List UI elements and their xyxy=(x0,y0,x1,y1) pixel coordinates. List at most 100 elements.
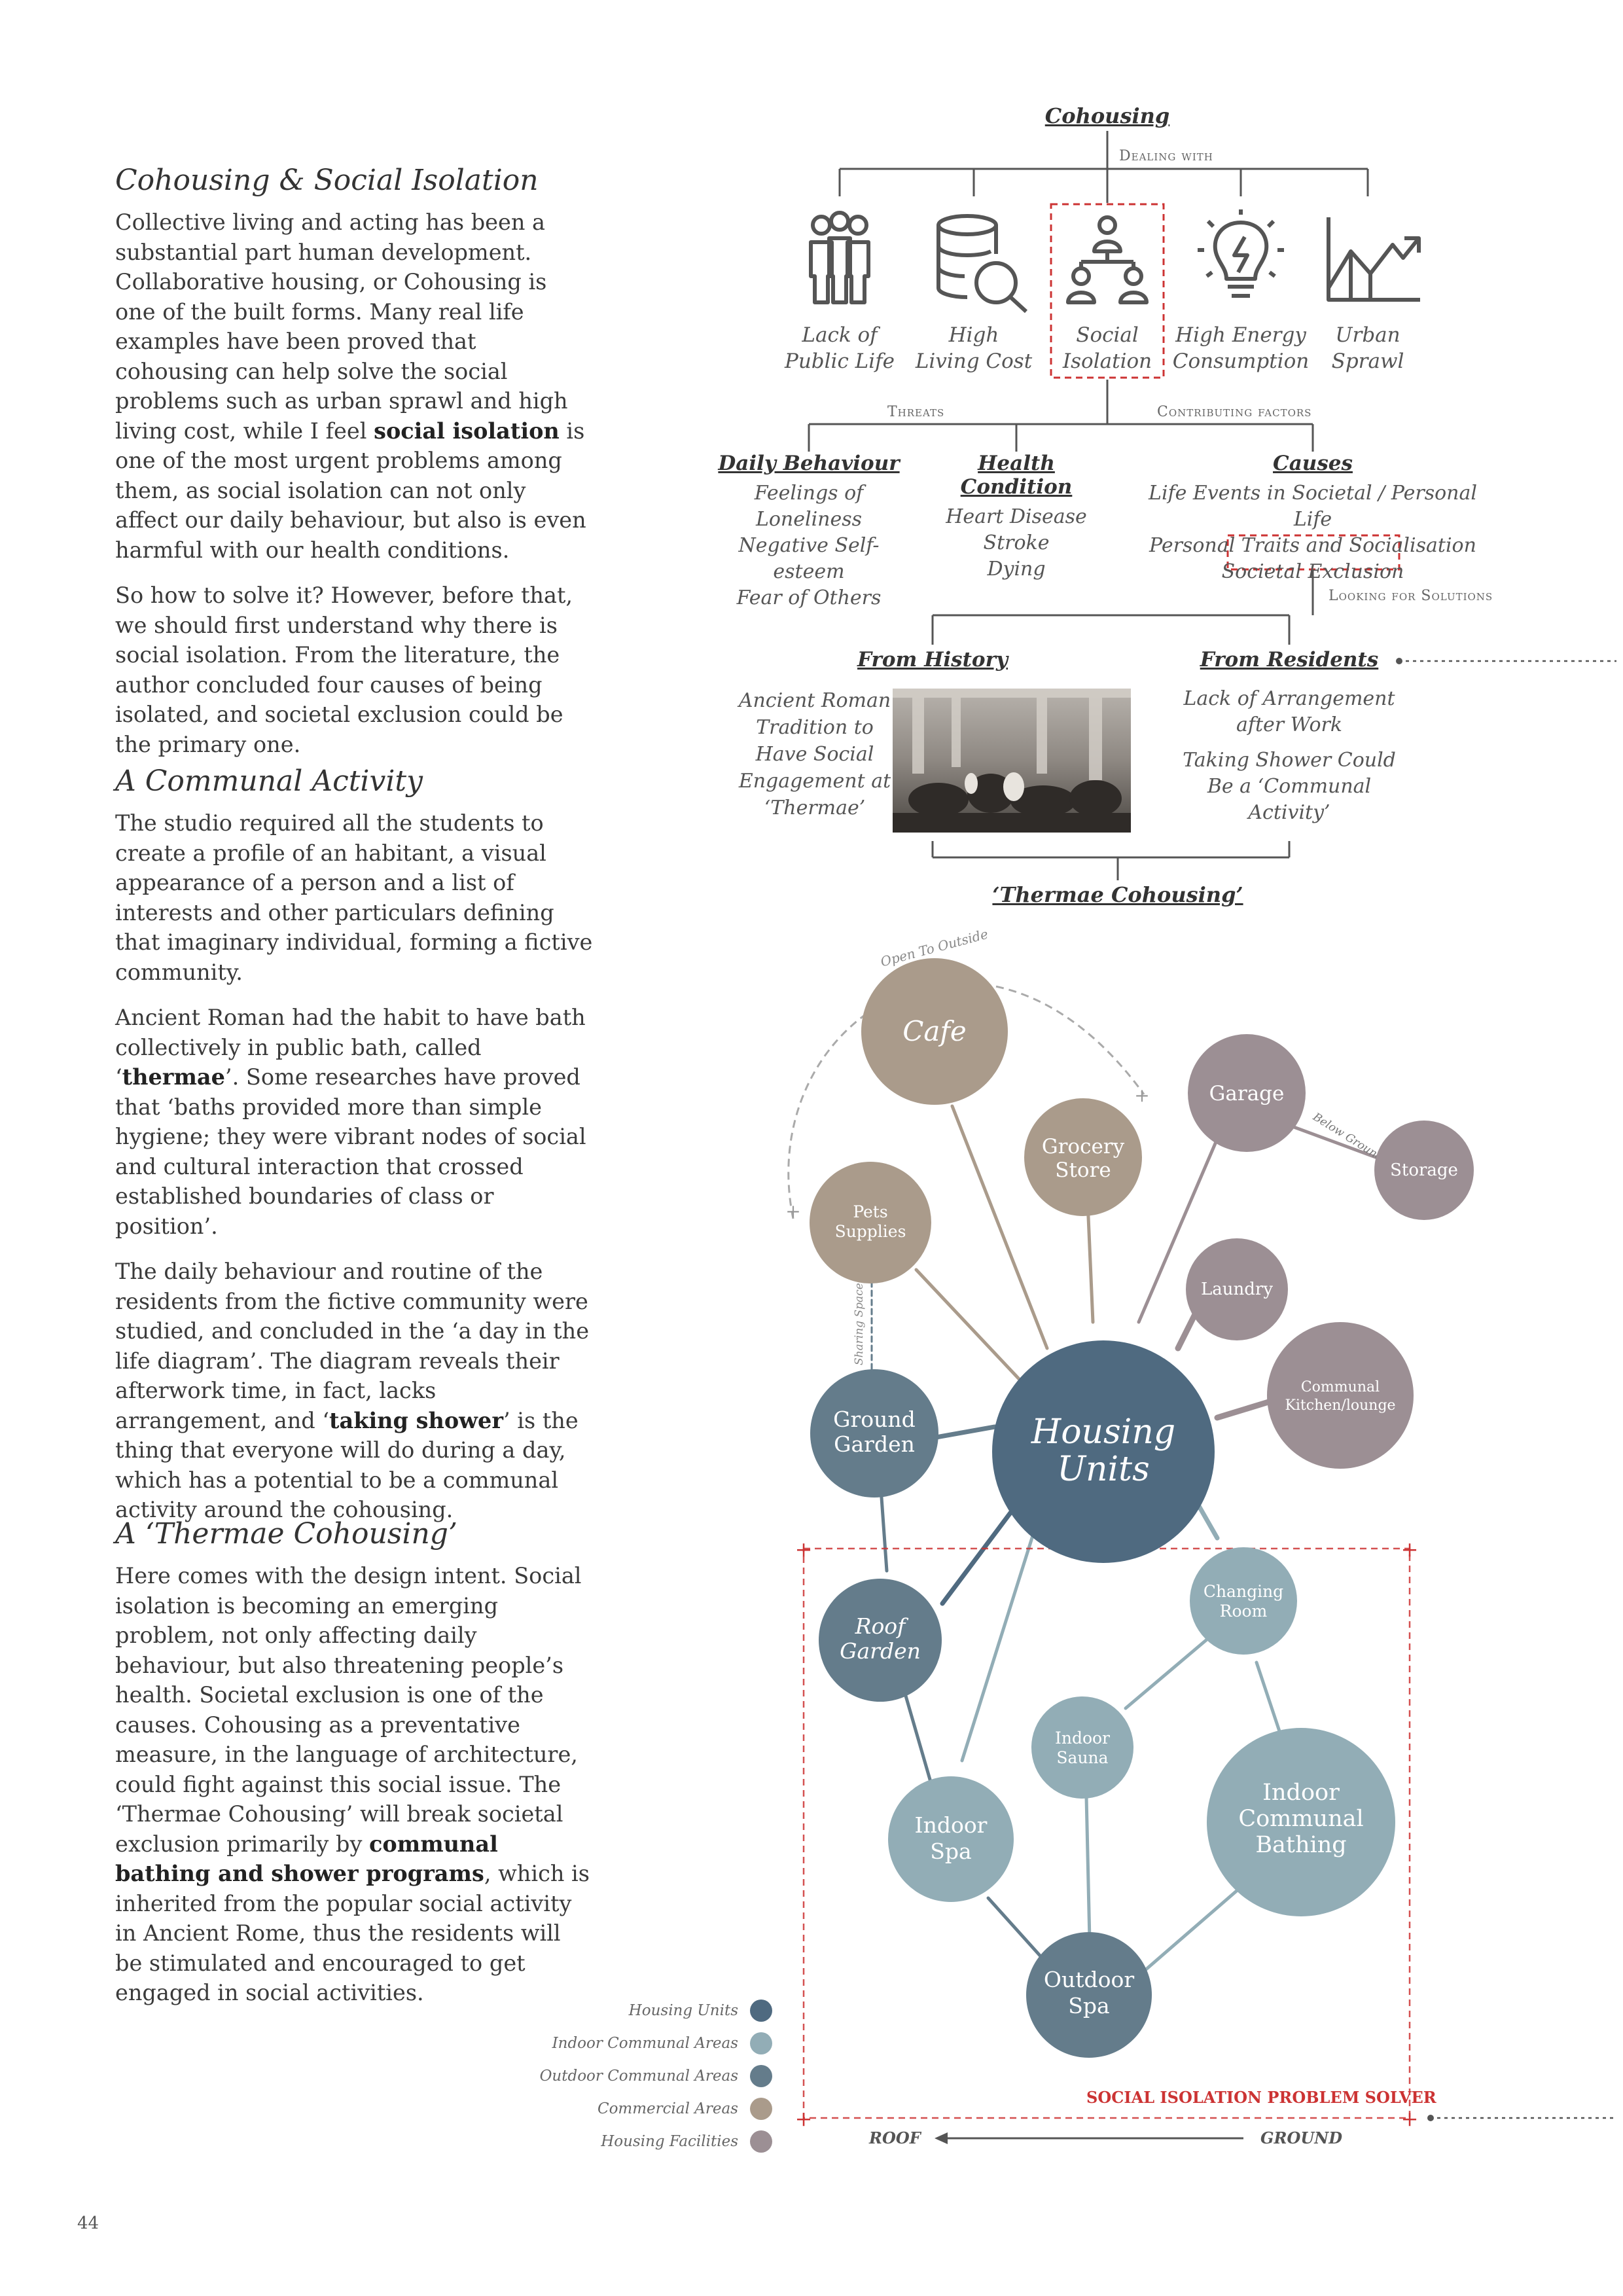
sharing-space-label: Sharing Space xyxy=(853,1283,866,1365)
roof-garden-label-line1: Roof xyxy=(855,1613,910,1639)
block-health-condition: Health Condition Heart Disease Stroke Dy… xyxy=(921,452,1111,583)
list-item: Negative Self-esteem xyxy=(704,533,914,585)
bathing-label-line3: Bathing xyxy=(1255,1832,1346,1858)
label-line: High xyxy=(908,322,1039,348)
plus-mark: + xyxy=(1401,1537,1419,1562)
page-number: 44 xyxy=(77,2214,99,2233)
people-group-icon xyxy=(794,211,885,309)
bubble-indoor-sauna xyxy=(1031,1696,1133,1799)
block-causes: Causes Life Events in Societal / Persona… xyxy=(1136,452,1489,585)
garage-label: Garage xyxy=(1209,1082,1285,1105)
heading-health-condition: Health Condition xyxy=(921,452,1111,499)
legend-label: Indoor Communal Areas xyxy=(552,2035,738,2052)
heading-from-history: From History xyxy=(834,648,1031,672)
list-item: Societal Exclusion xyxy=(1136,559,1489,585)
grocery-label-line2: Store xyxy=(1055,1158,1111,1182)
text-line: Lack of Arrangement xyxy=(1178,686,1400,712)
text-from-history: Ancient Roman Tradition to Have Social E… xyxy=(733,687,897,821)
text-line: Activity’ xyxy=(1178,800,1400,826)
label-line: Social xyxy=(1042,322,1173,348)
indoor-spa-label-line1: Indoor xyxy=(915,1812,988,1838)
legend-swatch xyxy=(750,2130,772,2153)
legend-item-indoor-communal: Indoor Communal Areas xyxy=(552,2030,772,2056)
label-contributing-factors: Contributing factors xyxy=(1157,404,1311,420)
heading-from-residents: From Residents xyxy=(1191,648,1387,672)
roof-garden-label-line2: Garden xyxy=(840,1638,921,1664)
connector-dot xyxy=(1427,2115,1434,2121)
legend-item-commercial: Commercial Areas xyxy=(597,2096,772,2122)
pets-label-line1: Pets xyxy=(853,1202,887,1221)
text-line: Ancient Roman xyxy=(733,687,897,714)
list-item: Personal Traits and Socialisation xyxy=(1136,533,1489,559)
legend-swatch xyxy=(750,2032,772,2054)
text-line: Be a ‘Communal xyxy=(1178,774,1400,800)
network-people-icon xyxy=(1061,213,1153,305)
legend: Housing Units Indoor Communal Areas Outd… xyxy=(510,1998,772,2161)
legend-swatch xyxy=(750,2098,772,2120)
list-item: Fear of Others xyxy=(704,585,914,611)
list-item: Heart Disease xyxy=(921,504,1111,530)
text-line: ‘Thermae’ xyxy=(733,795,897,821)
legend-label: Commercial Areas xyxy=(597,2100,738,2117)
roof-ground-arrow xyxy=(929,2128,1257,2148)
list-item: Dying xyxy=(921,556,1111,583)
label-urban-sprawl: UrbanSprawl xyxy=(1302,322,1433,374)
text-line: Tradition to xyxy=(733,714,897,741)
label-line: Urban xyxy=(1302,322,1433,348)
text-from-residents-2: Taking Shower Could Be a ‘Communal Activ… xyxy=(1178,747,1400,826)
lightbulb-bolt-icon xyxy=(1195,208,1287,313)
plus-mark: + xyxy=(795,1537,813,1562)
legend-label: Housing Units xyxy=(629,2002,738,2019)
legend-item-outdoor-communal: Outdoor Communal Areas xyxy=(540,2063,772,2089)
plus-mark: + xyxy=(1134,1085,1149,1106)
legend-swatch xyxy=(750,2000,772,2022)
cafe-label: Cafe xyxy=(902,1015,967,1047)
text-line: after Work xyxy=(1178,712,1400,738)
changing-room-label-line2: Room xyxy=(1220,1602,1268,1621)
roman-thermae-engraving-image xyxy=(893,689,1131,833)
list-item: Stroke xyxy=(921,530,1111,556)
label-line: Consumption xyxy=(1169,348,1313,374)
ground-garden-label-line2: Garden xyxy=(834,1431,915,1457)
legend-item-housing-units: Housing Units xyxy=(629,1998,772,2024)
plus-mark: + xyxy=(785,1200,800,1222)
block-daily-behaviour: Daily Behaviour Feelings of Loneliness N… xyxy=(704,452,914,611)
heading-thermae-cohousing-result: ‘Thermae Cohousing’ xyxy=(987,882,1249,907)
legend-label: Outdoor Communal Areas xyxy=(540,2068,738,2085)
text-from-residents-1: Lack of Arrangement after Work xyxy=(1178,686,1400,738)
label-dealing-with: Dealing with xyxy=(1119,148,1213,164)
bathing-label-line2: Communal xyxy=(1238,1806,1363,1832)
changing-room-label-line1: Changing xyxy=(1204,1582,1283,1601)
list-daily-behaviour: Feelings of Loneliness Negative Self-est… xyxy=(704,480,914,611)
kitchen-label-line2: Kitchen/lounge xyxy=(1285,1397,1395,1414)
kitchen-label-line1: Communal xyxy=(1301,1379,1380,1395)
bubble-changing-room xyxy=(1190,1547,1297,1655)
indoor-sauna-label-line1: Indoor xyxy=(1055,1729,1110,1748)
plus-mark: + xyxy=(795,2106,813,2131)
bubble-communal-kitchen xyxy=(1267,1322,1414,1469)
label-looking-for-solutions: Looking for Solutions xyxy=(1329,588,1493,604)
label-line: Public Life xyxy=(774,348,905,374)
indoor-spa-label-line2: Spa xyxy=(930,1839,971,1864)
roof-label: ROOF xyxy=(869,2128,921,2147)
database-search-icon xyxy=(928,209,1033,314)
text-line: Engagement at xyxy=(733,768,897,795)
label-line: Isolation xyxy=(1042,348,1173,374)
text-line: Have Social xyxy=(733,741,897,768)
label-lack-of-public-life: Lack ofPublic Life xyxy=(774,322,905,374)
housing-units-label-line1: Housing xyxy=(1031,1412,1175,1452)
label-high-living-cost: HighLiving Cost xyxy=(908,322,1039,374)
legend-swatch xyxy=(750,2065,772,2087)
legend-item-housing-facilities: Housing Facilities xyxy=(601,2128,772,2155)
heading-daily-behaviour: Daily Behaviour xyxy=(704,452,914,475)
legend-label: Housing Facilities xyxy=(601,2133,738,2150)
label-line: Sprawl xyxy=(1302,348,1433,374)
ground-label: GROUND xyxy=(1260,2128,1342,2147)
ground-garden-label-line1: Ground xyxy=(833,1407,916,1432)
label-line: Lack of xyxy=(774,322,905,348)
storage-label: Storage xyxy=(1390,1160,1458,1180)
heading-causes: Causes xyxy=(1136,452,1489,475)
outdoor-spa-label-line2: Spa xyxy=(1068,1993,1109,2018)
